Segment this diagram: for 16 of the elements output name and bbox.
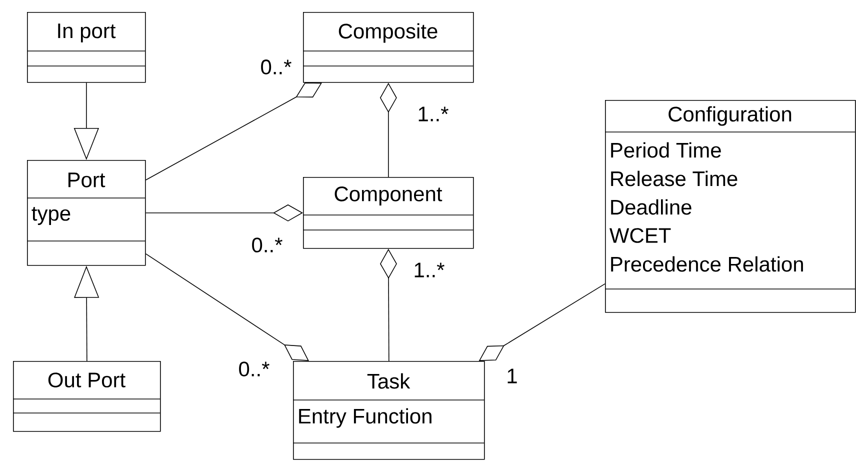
association-line <box>145 253 309 361</box>
multiplicity-label: 1..* <box>416 106 450 122</box>
class-box: Configuration Period Time Release Time Deadline WCET Precedence Relation <box>604 100 856 313</box>
class-box: Composite <box>302 12 474 83</box>
class-box: Out Port <box>12 361 161 432</box>
multiplicity-label: 1..* <box>412 262 446 278</box>
multiplicity-label: 0..* <box>237 360 271 378</box>
multiplicity-label: 1 <box>505 368 519 384</box>
class-box: Component <box>302 177 474 249</box>
class-box: Task Entry Function <box>292 361 485 460</box>
class-box: In port <box>26 12 146 83</box>
association-line <box>145 82 322 180</box>
multiplicity-label: 0..* <box>250 236 284 254</box>
association-line <box>145 204 303 222</box>
multiplicity-label: 0..* <box>259 58 293 76</box>
class-box: Port type <box>26 160 146 266</box>
